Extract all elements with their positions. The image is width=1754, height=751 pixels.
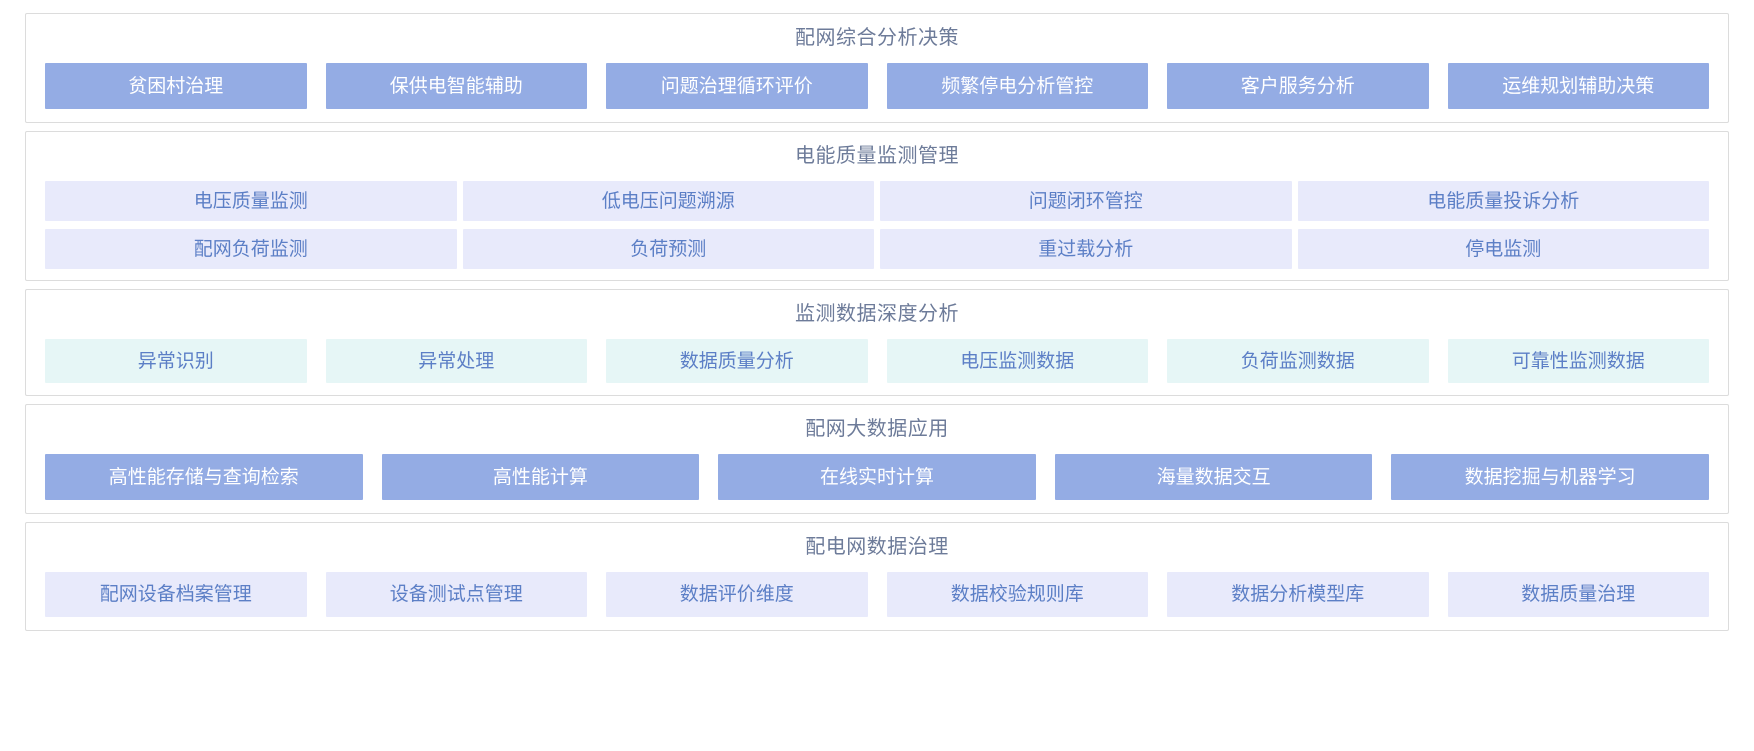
module-tile[interactable]: 数据质量治理 xyxy=(1447,572,1709,617)
module-tile[interactable]: 在线实时计算 xyxy=(718,454,1036,500)
panel-distribution-network-data-governance: 配电网数据治理 配网设备档案管理 设备测试点管理 数据评价维度 数据校验规则库 … xyxy=(25,522,1729,631)
panel-row: 贫困村治理 保供电智能辅助 问题治理循环评价 频繁停电分析管控 客户服务分析 运… xyxy=(26,63,1728,109)
panel-row: 配网负荷监测 负荷预测 重过载分析 停电监测 xyxy=(26,229,1728,269)
module-tile[interactable]: 异常识别 xyxy=(45,339,307,383)
module-tile[interactable]: 数据分析模型库 xyxy=(1167,572,1429,617)
panel-row: 异常识别 异常处理 数据质量分析 电压监测数据 负荷监测数据 可靠性监测数据 xyxy=(26,339,1728,383)
module-tile[interactable]: 设备测试点管理 xyxy=(325,572,587,617)
module-tile[interactable]: 保供电智能辅助 xyxy=(325,63,587,109)
module-tile[interactable]: 电压质量监测 xyxy=(45,181,457,221)
module-tile[interactable]: 负荷监测数据 xyxy=(1167,339,1429,383)
panel-power-quality-monitoring-management: 电能质量监测管理 电压质量监测 低电压问题溯源 问题闭环管控 电能质量投诉分析 … xyxy=(25,131,1729,281)
module-tile[interactable]: 电压监测数据 xyxy=(886,339,1148,383)
panel-distribution-network-big-data-application: 配网大数据应用 高性能存储与查询检索 高性能计算 在线实时计算 海量数据交互 数… xyxy=(25,404,1729,514)
panel-monitoring-data-deep-analysis: 监测数据深度分析 异常识别 异常处理 数据质量分析 电压监测数据 负荷监测数据 … xyxy=(25,289,1729,396)
module-tile[interactable]: 重过载分析 xyxy=(880,229,1292,269)
module-tile[interactable]: 配网设备档案管理 xyxy=(45,572,307,617)
module-tile[interactable]: 高性能计算 xyxy=(381,454,700,500)
module-tile[interactable]: 数据挖掘与机器学习 xyxy=(1391,454,1709,500)
panel-title: 监测数据深度分析 xyxy=(795,303,959,325)
panel-title: 配电网数据治理 xyxy=(805,536,949,558)
module-tile[interactable]: 电能质量投诉分析 xyxy=(1297,181,1709,221)
module-tile[interactable]: 频繁停电分析管控 xyxy=(886,63,1148,109)
module-tile[interactable]: 问题闭环管控 xyxy=(880,181,1292,221)
module-tile[interactable]: 数据校验规则库 xyxy=(886,572,1148,617)
module-tile[interactable]: 海量数据交互 xyxy=(1054,454,1373,500)
module-tile[interactable]: 运维规划辅助决策 xyxy=(1447,63,1709,109)
module-tile[interactable]: 低电压问题溯源 xyxy=(462,181,874,221)
panel-row: 高性能存储与查询检索 高性能计算 在线实时计算 海量数据交互 数据挖掘与机器学习 xyxy=(26,454,1728,500)
panel-title: 电能质量监测管理 xyxy=(795,145,959,167)
module-tile[interactable]: 贫困村治理 xyxy=(45,63,307,109)
module-tile[interactable]: 高性能存储与查询检索 xyxy=(45,454,363,500)
panel-comprehensive-analysis-decision: 配网综合分析决策 贫困村治理 保供电智能辅助 问题治理循环评价 频繁停电分析管控… xyxy=(25,13,1729,123)
module-tile[interactable]: 可靠性监测数据 xyxy=(1447,339,1709,383)
module-tile[interactable]: 配网负荷监测 xyxy=(45,229,457,269)
module-tile[interactable]: 问题治理循环评价 xyxy=(606,63,868,109)
panel-row: 电压质量监测 低电压问题溯源 问题闭环管控 电能质量投诉分析 xyxy=(26,181,1728,221)
module-tile[interactable]: 停电监测 xyxy=(1297,229,1709,269)
panel-row: 配网设备档案管理 设备测试点管理 数据评价维度 数据校验规则库 数据分析模型库 … xyxy=(26,572,1728,617)
module-tile[interactable]: 客户服务分析 xyxy=(1167,63,1429,109)
module-tile[interactable]: 异常处理 xyxy=(325,339,587,383)
module-tile[interactable]: 数据质量分析 xyxy=(606,339,868,383)
panel-title: 配网综合分析决策 xyxy=(795,27,959,49)
module-tile[interactable]: 数据评价维度 xyxy=(606,572,868,617)
panel-title: 配网大数据应用 xyxy=(805,418,949,440)
module-tile[interactable]: 负荷预测 xyxy=(462,229,874,269)
